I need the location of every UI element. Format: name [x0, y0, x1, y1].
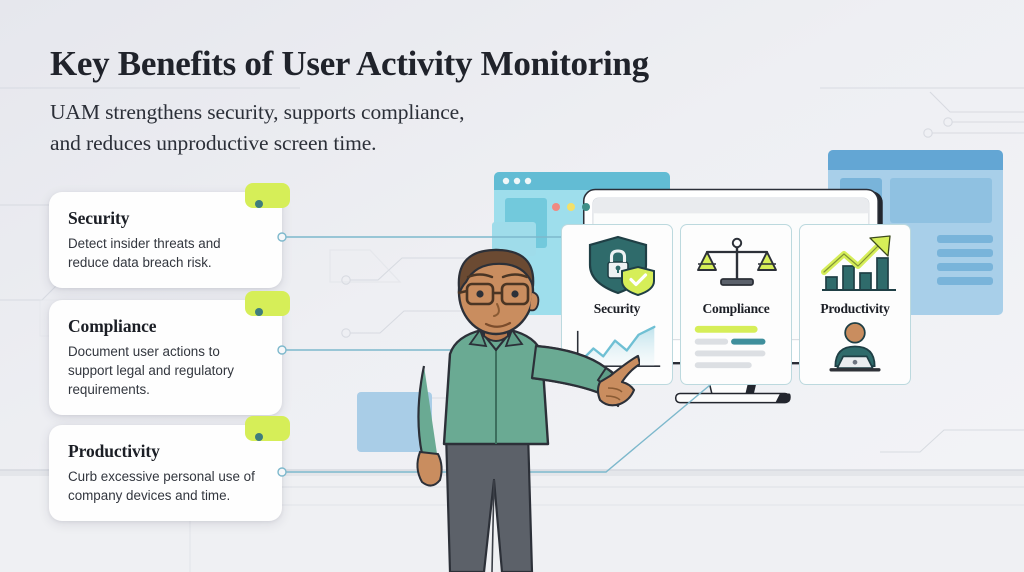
panel-label-compliance: Compliance [702, 301, 770, 316]
benefit-card-security[interactable]: Security Detect insider threats and redu… [49, 183, 290, 289]
benefit-card-productivity[interactable]: Productivity Curb excessive personal use… [49, 416, 290, 522]
card-title-security: Security [68, 208, 130, 228]
card-tab-dot-icon [255, 200, 263, 208]
card-description-compliance: Document user actions to support legal a… [68, 344, 235, 398]
benefit-card-compliance[interactable]: Compliance Document user actions to supp… [49, 291, 290, 416]
balance-scales-icon [697, 237, 777, 286]
page-subtitle-line2: and reduces unproductive screen time. [50, 130, 377, 155]
card-description-productivity: Curb excessive personal use of company d… [68, 469, 255, 504]
heading-block: Key Benefits of User Activity Monitoring… [50, 44, 770, 158]
panel-label-productivity: Productivity [820, 301, 890, 316]
card-tab-security [245, 183, 290, 208]
screen-panel-compliance[interactable]: Compliance [680, 224, 792, 385]
person-illustration [416, 248, 640, 572]
screen-panel-productivity[interactable]: Productivity [799, 224, 911, 385]
close-dot-icon[interactable] [552, 203, 560, 211]
card-title-productivity: Productivity [68, 441, 160, 461]
person-at-laptop-icon [829, 322, 881, 372]
document-text-lines-icon [694, 325, 766, 369]
bar-chart-arrow-up-icon [821, 235, 896, 291]
card-tab-productivity [245, 416, 290, 441]
page-title: Key Benefits of User Activity Monitoring [50, 44, 649, 83]
page-subtitle: UAM strengthens security, supports compl… [50, 97, 770, 158]
maximize-dot-icon[interactable] [582, 203, 590, 211]
minimize-dot-icon[interactable] [567, 203, 575, 211]
page-subtitle-line1: UAM strengthens security, supports compl… [50, 100, 465, 125]
window-controls [552, 203, 590, 211]
card-tab-dot-icon [255, 433, 263, 441]
card-title-compliance: Compliance [68, 316, 157, 336]
card-description-security: Detect insider threats and reduce data b… [68, 236, 221, 271]
card-tab-compliance [245, 291, 290, 316]
card-tab-dot-icon [255, 308, 263, 316]
